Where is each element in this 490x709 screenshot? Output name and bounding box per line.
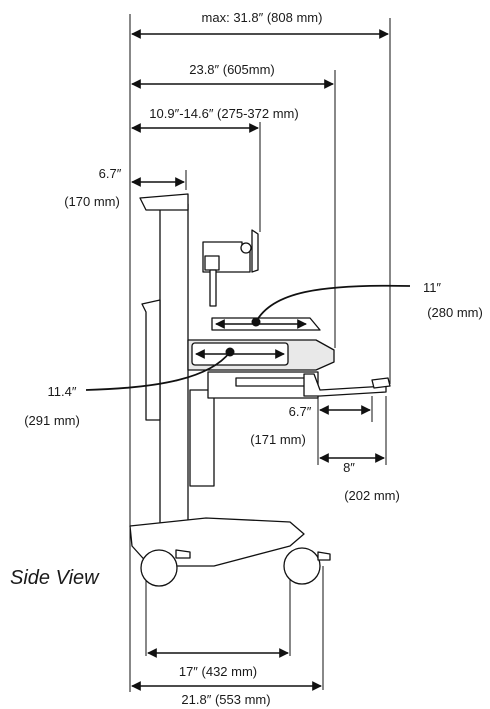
keyboard-mm-label: (171 mm) — [250, 432, 306, 447]
dimension-labels: max: 31.8″ (808 mm) 23.8″ (605mm) 10.9″-… — [10, 10, 483, 707]
max-reach-label: max: 31.8″ (808 mm) — [202, 10, 323, 25]
leader-lines — [85, 284, 411, 391]
cart-illustration — [129, 193, 391, 587]
wheelbase-label: 17″ (432 mm) — [179, 664, 257, 679]
drawer-mm-label: (291 mm) — [24, 413, 80, 428]
worksurface-mm-label: (280 mm) — [427, 305, 483, 320]
reach-label: 23.8″ (605mm) — [189, 62, 275, 77]
monitor-range-label: 10.9″-14.6″ (275-372 mm) — [149, 106, 298, 121]
dimension-arrows — [131, 29, 389, 691]
drawer-dot — [225, 347, 235, 357]
worksurface-dot — [251, 317, 261, 327]
drawer-leader — [85, 351, 231, 391]
side-view-title: Side View — [10, 567, 100, 589]
mouse-in-label: 8″ — [343, 460, 355, 475]
keyboard-in-label: 6.7″ — [289, 404, 312, 419]
worksurface-in-label: 11″ — [423, 280, 441, 295]
extension-lines — [129, 14, 391, 692]
mouse-mm-label: (202 mm) — [344, 488, 400, 503]
drawer-in-label: 11.4″ — [48, 384, 77, 399]
top-depth-in-label: 6.7″ — [99, 166, 122, 181]
worksurface-leader — [255, 284, 411, 323]
base-depth-label: 21.8″ (553 mm) — [181, 692, 270, 707]
top-depth-mm-label: (170 mm) — [64, 194, 120, 209]
